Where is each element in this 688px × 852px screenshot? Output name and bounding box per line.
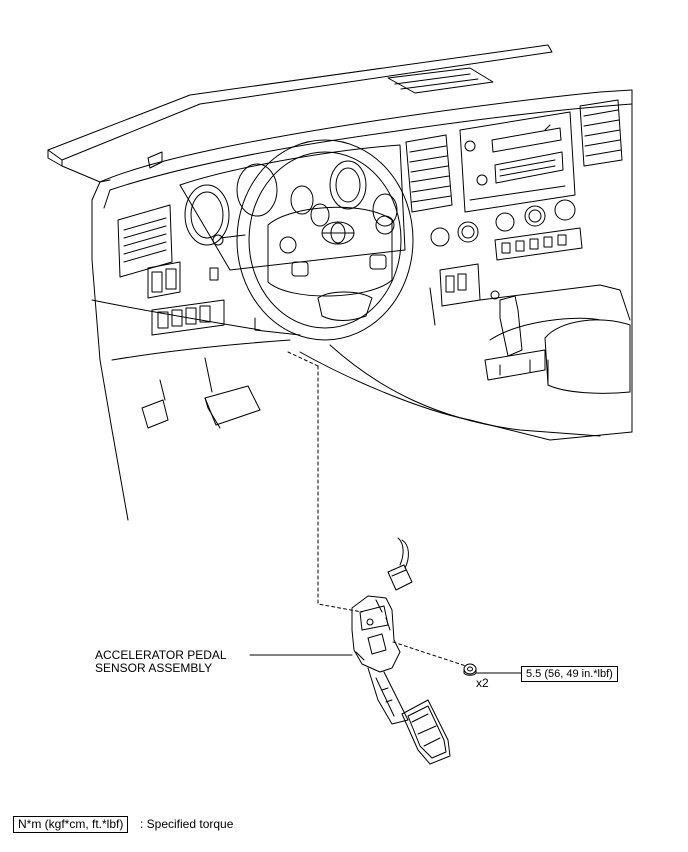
center-console xyxy=(479,284,631,394)
dashboard-outline xyxy=(47,44,633,521)
quantity-label: x2 xyxy=(476,676,489,690)
left-vent xyxy=(117,151,173,278)
audio-unit xyxy=(429,111,583,326)
legend-description: : Specified torque xyxy=(140,817,234,831)
legend-unit-box: N*m (kgf*cm, ft.*lbf) xyxy=(13,816,129,833)
callout-lines xyxy=(249,654,525,674)
mounting-nut-icon xyxy=(463,663,477,676)
leader-lines xyxy=(287,351,467,667)
left-switch-panel xyxy=(147,261,225,336)
part-name-line2: SENSOR ASSEMBLY xyxy=(95,661,213,675)
instrument-cluster xyxy=(179,144,406,271)
steering-wheel xyxy=(212,139,414,341)
accelerator-pedal-sensor-assembly xyxy=(351,537,451,765)
part-name-line1: ACCELERATOR PEDAL xyxy=(95,648,227,662)
center-vents xyxy=(405,99,623,213)
torque-spec-box: 5.5 (56, 49 in.*lbf) xyxy=(521,666,618,682)
upper-pedals xyxy=(141,357,261,429)
